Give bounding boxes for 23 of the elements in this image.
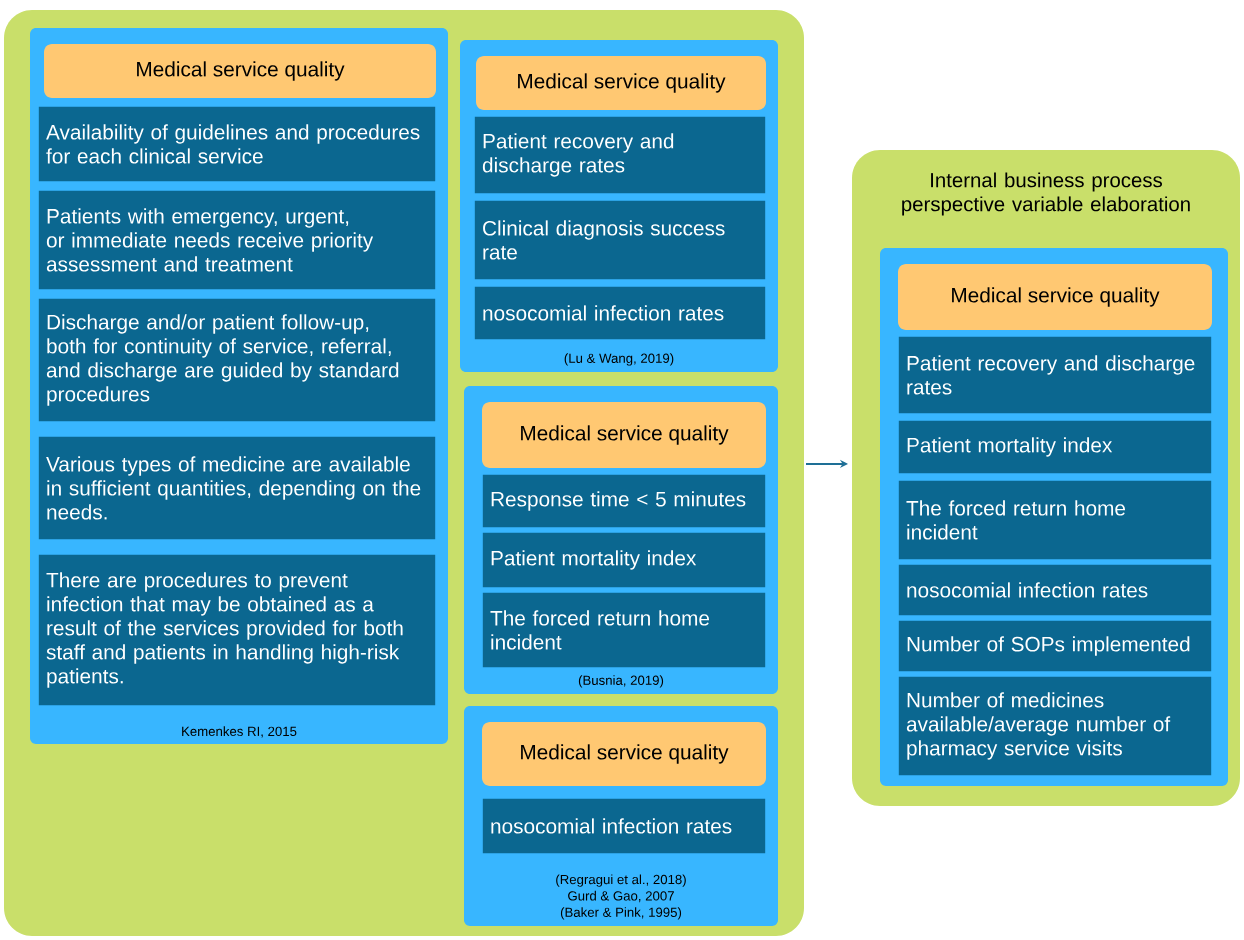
header-box: Medical service quality (482, 402, 766, 468)
indicator-box: The forced return home incident (897, 479, 1213, 561)
indicator-box: Number of medicines available/average number of pharmacy service visits (897, 675, 1213, 777)
indicator-box: Patient recovery and discharge rates (473, 115, 767, 195)
header-box: Medical service quality (476, 56, 766, 110)
indicator-box: Patient recovery and discharge rates (897, 335, 1213, 415)
indicator-box: Patient mortality index (481, 531, 767, 589)
indicator-box: Patients with emergency, urgent, or immediate needs receive priority assessment and treatment (37, 189, 437, 291)
indicator-box: Various types of medicine are available in sufficient quantities, depending on the needs. (37, 435, 437, 541)
indicator-box: nosocomial infection rates (897, 563, 1213, 617)
indicator-box: Number of SOPs implemented (897, 619, 1213, 673)
header-box: Medical service quality (482, 721, 766, 786)
header-box: Medical service quality (44, 44, 436, 98)
indicator-box: There are procedures to prevent infection that may be obtained as a result of the services provided for both staff and patients in handling high-risk patients. (37, 553, 437, 707)
indicator-box: nosocomial infection rates (481, 797, 767, 855)
indicator-box: Response time < 5 minutes (481, 473, 767, 529)
indicator-box: Clinical diagnosis success rate (473, 199, 767, 281)
indicator-box: Availability of guidelines and procedures for each clinical service (37, 105, 437, 183)
indicator-box: Patient mortality index (897, 419, 1213, 475)
indicator-box: The forced return home incident (481, 591, 767, 669)
indicator-box: Discharge and/or patient follow-up, both for continuity of service, referral, and discharge are guided by standard procedures (37, 297, 437, 423)
indicator-box: nosocomial infection rates (473, 285, 767, 341)
header-box: Medical service quality (898, 264, 1212, 330)
